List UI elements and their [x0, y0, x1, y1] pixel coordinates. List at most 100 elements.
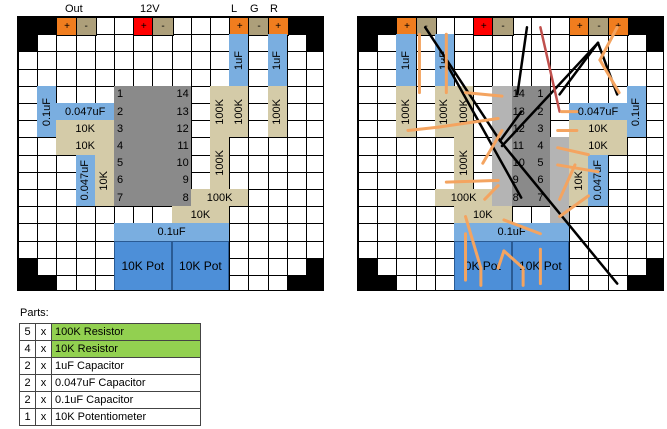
parts-qty: 4: [19, 340, 36, 358]
wire-orange: [483, 184, 500, 201]
grid-cell: [56, 34, 77, 53]
grid-cell: [286, 275, 307, 290]
wire-orange: [496, 249, 506, 270]
wire-orange: [558, 194, 590, 219]
resistor-10k-vertical: 10K: [94, 154, 114, 207]
ic-pin-left: 4: [117, 139, 124, 152]
grid-cell: [18, 137, 39, 156]
ic-pin-right: 4: [537, 139, 544, 152]
grid-cell: [18, 17, 39, 36]
grid-cell: [229, 171, 250, 190]
capacitor-1uf-label: 1uF: [232, 50, 245, 70]
grid-cell: [229, 154, 250, 173]
grid-cell: [229, 206, 250, 225]
grid-cell: [248, 103, 269, 122]
grid-cell: [306, 17, 323, 36]
potentiometer-10k: 0K Pot: [454, 240, 512, 290]
grid-cell: [18, 154, 39, 173]
parts-x: x: [35, 357, 52, 375]
resistor-100k-vertical-label: 100K: [213, 98, 226, 125]
ic-pin-left: 13: [512, 105, 525, 118]
grid-cell: [286, 206, 307, 225]
resistor-100k-vertical: 100K: [229, 85, 249, 138]
grid-cell: [286, 17, 307, 36]
grid-cell: [56, 85, 77, 104]
grid-cell: [18, 240, 39, 259]
grid-cell: [190, 137, 211, 156]
ic-pin-left: 11: [512, 139, 525, 152]
capacitor-0-047uf-vertical: 0.047uF: [588, 154, 608, 207]
wires-overlay: [406, 25, 621, 287]
grid-cell: [306, 137, 323, 156]
parts-x: x: [35, 323, 52, 341]
grid-cell: [94, 17, 115, 36]
ic-pin-right: 11: [177, 139, 189, 152]
resistor-100k-vertical-label: 100K: [232, 98, 245, 125]
grid-cell: [286, 51, 307, 70]
grid-cell: [94, 240, 115, 259]
capacitor-1uf: 1uF: [267, 34, 287, 86]
grid-cell: [286, 68, 307, 87]
grid-cell: [56, 68, 77, 87]
wire-orange: [598, 25, 619, 62]
label-12v: 12V: [140, 3, 160, 15]
wire-black: [498, 139, 619, 285]
parts-title: Parts:: [20, 307, 49, 319]
grid-cell: [114, 17, 135, 36]
grid-cell: [190, 120, 211, 139]
grid-cell: [210, 68, 231, 87]
wire-orange: [556, 146, 590, 157]
resistor-10k-vertical-label: 10K: [98, 170, 111, 191]
grid-cell: [75, 51, 96, 70]
grid-cell: [210, 17, 231, 36]
grid-cell: [306, 275, 323, 290]
resistor-10k: 10K: [569, 137, 627, 155]
grid-cell: [190, 85, 211, 104]
resistor-100k: 100K: [434, 189, 493, 207]
resistor-100k-vertical-label: 100K: [271, 98, 284, 125]
grid-cell: [75, 223, 96, 242]
parts-x: x: [35, 391, 52, 409]
wire-orange: [481, 129, 504, 165]
label-g: G: [250, 3, 259, 15]
grid-cell: [37, 171, 58, 190]
parts-x: x: [35, 408, 52, 426]
grid-cell: [133, 51, 154, 70]
grid-cell: [114, 206, 135, 225]
resistor-10k: 10K: [56, 137, 114, 155]
grid-cell: [229, 257, 250, 276]
resistor-100k-vertical: 100K: [210, 137, 230, 189]
grid-cell: [248, 68, 269, 87]
resistor-100k-vertical: 100K: [396, 85, 416, 138]
grid-cell: [306, 206, 323, 225]
wire-black: [516, 26, 529, 96]
grid-cell: [75, 68, 96, 87]
grid-cell: [286, 223, 307, 242]
grid-cell: [267, 206, 288, 225]
header-pin: +: [133, 17, 155, 37]
parts-x: x: [35, 340, 52, 358]
grid-cell: [56, 240, 77, 259]
ic-chip: [511, 85, 550, 207]
grid-cell: [56, 171, 77, 190]
grid-cell: [267, 257, 288, 276]
wire-black: [443, 58, 523, 199]
grid-cell: [171, 51, 192, 70]
grid-cell: [248, 171, 269, 190]
grid-cell: [114, 51, 135, 70]
grid-cell: [286, 171, 307, 190]
capacitor-0-047uf: 0.047uF: [56, 103, 114, 121]
grid-cell: [37, 34, 58, 53]
capacitor-0-047uf-vertical-label: 0.047uF: [79, 160, 92, 201]
grid-cell: [56, 51, 77, 70]
header-pin: -: [75, 17, 97, 37]
resistor-10k: 10K: [56, 120, 114, 138]
ic-pin-right: 10: [176, 157, 189, 170]
grid-cell: [267, 137, 288, 156]
parts-x: x: [35, 374, 52, 392]
wire-black: [558, 41, 600, 96]
